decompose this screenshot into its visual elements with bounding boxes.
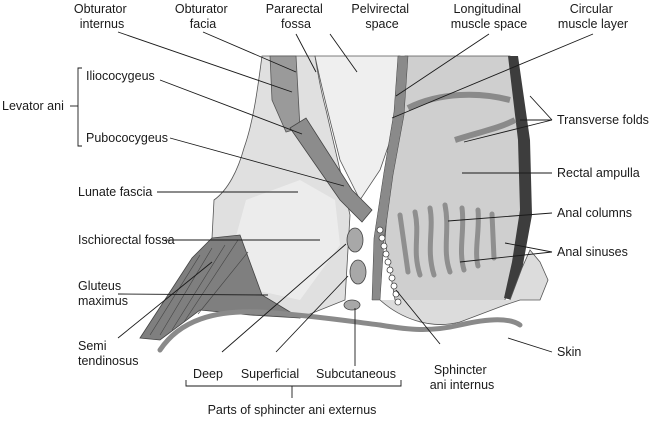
- label-lunate-fascia: Lunate fascia: [78, 185, 152, 199]
- label-gluteus-maximus: Gluteus maximus: [78, 279, 128, 308]
- label-longitudinal-muscle-space: Longitudinal muscle space: [451, 2, 527, 31]
- label-pelvirectal-space: Pelvirectal space: [351, 2, 412, 31]
- label-superficial: Superficial: [241, 367, 299, 381]
- label-subcutaneous: Subcutaneous: [316, 367, 396, 381]
- label-circular-muscle-layer: Circular muscle layer: [558, 2, 628, 31]
- label-levator-ani: Levator ani: [2, 99, 64, 113]
- sphincter-subcutaneous-shape: [344, 300, 360, 310]
- anatomy-illustration: [140, 56, 548, 350]
- sphincter-superficial-shape: [350, 260, 366, 284]
- label-sphincter-ani-internus: Sphincter ani internus: [430, 363, 495, 392]
- label-skin: Skin: [557, 345, 581, 359]
- sphincter-deep-shape: [347, 228, 363, 252]
- label-semi-tendinosus: Semi tendinosus: [78, 339, 138, 368]
- label-parts-of-sphincter: Parts of sphincter ani externus: [208, 403, 377, 417]
- label-transverse-folds: Transverse folds: [557, 113, 649, 127]
- label-obturator-facia: Obturator facia: [175, 2, 231, 31]
- label-anal-sinuses: Anal sinuses: [557, 245, 628, 259]
- sphincter-parts-bracket: [186, 380, 401, 398]
- label-ischiorectal-fossa: Ischiorectal fossa: [78, 233, 175, 247]
- label-rectal-ampulla: Rectal ampulla: [557, 166, 640, 180]
- label-iliococygeus: Iliococygeus: [86, 69, 155, 83]
- label-obturator-internus: Obturator internus: [74, 2, 130, 31]
- label-deep: Deep: [193, 367, 223, 381]
- label-pararectal-fossa: Pararectal fossa: [266, 2, 326, 31]
- levator-ani-bracket: [70, 68, 82, 146]
- label-anal-columns: Anal columns: [557, 206, 632, 220]
- label-pubococygeus: Pubococygeus: [86, 131, 168, 145]
